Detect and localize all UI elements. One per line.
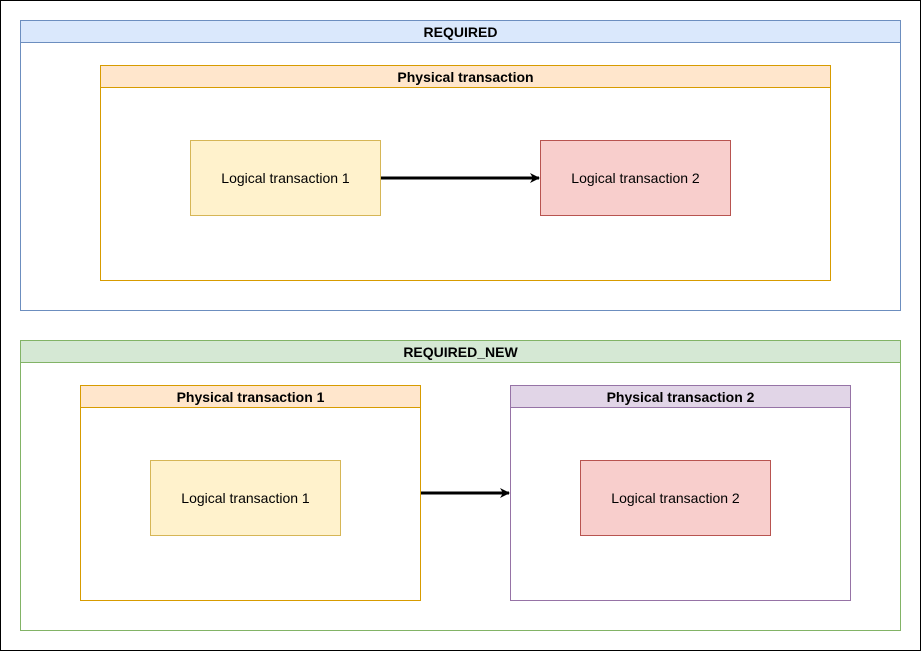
- required-logical-transaction-1: Logical transaction 1: [190, 140, 381, 216]
- required-pool-title: REQUIRED: [21, 21, 900, 43]
- required-logical-transaction-2: Logical transaction 2: [540, 140, 731, 216]
- required-new-logical-transaction-1: Logical transaction 1: [150, 460, 341, 536]
- required-physical-transaction-title: Physical transaction: [101, 66, 830, 88]
- required-new-physical-transaction-1-title: Physical transaction 1: [81, 386, 420, 408]
- required-new-logical-transaction-2: Logical transaction 2: [580, 460, 771, 536]
- required-new-physical-transaction-2-title: Physical transaction 2: [511, 386, 850, 408]
- required-new-pool-title: REQUIRED_NEW: [21, 341, 900, 363]
